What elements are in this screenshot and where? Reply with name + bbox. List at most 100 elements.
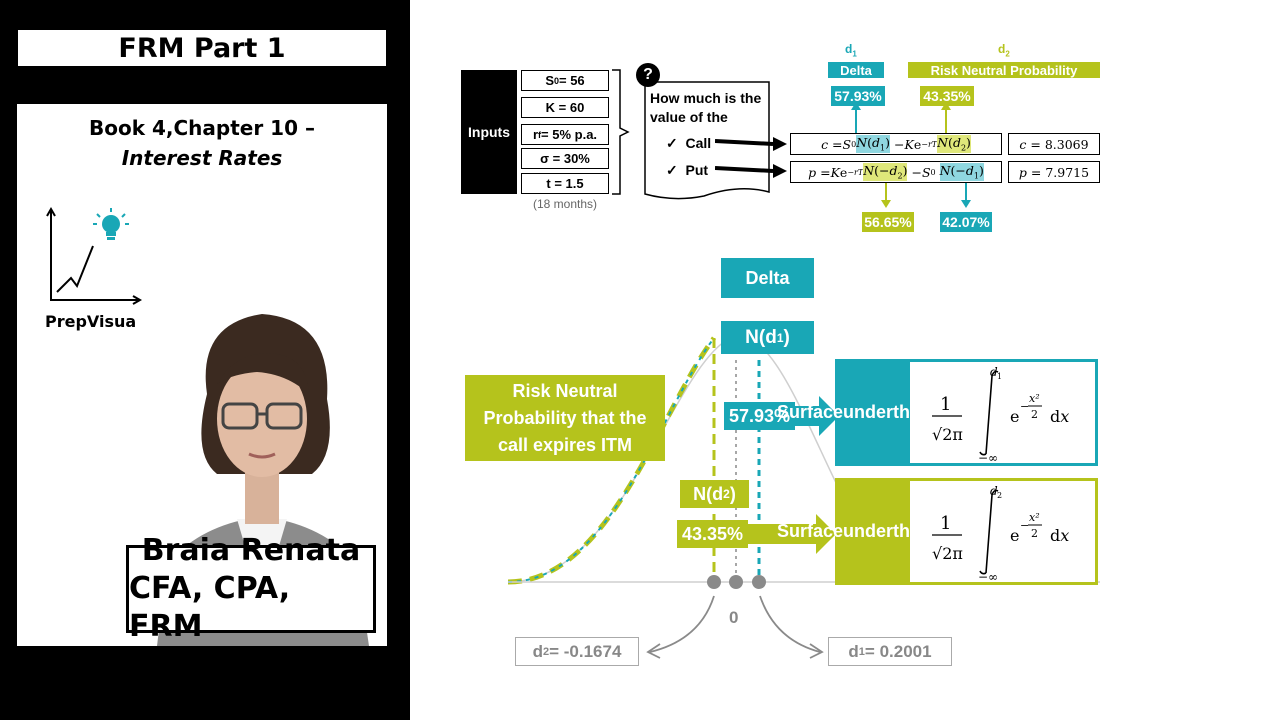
question-text: How much is the value of the (650, 90, 762, 125)
formula-connectors (851, 102, 971, 208)
surface-d1-line3: the (893, 402, 921, 422)
surface-d1-line2: under (843, 402, 894, 422)
put-label: Put (685, 162, 709, 178)
teal-arrow (795, 396, 839, 436)
left-panel: FRM Part 1 Book 4,Chapter 10 – Interest … (0, 0, 410, 720)
call-check-icon: ✓ (666, 135, 678, 151)
n-minus-d1-tag: 42.07% (940, 212, 992, 232)
svg-text:x²: x² (1029, 511, 1040, 524)
put-option: ✓ Put (666, 162, 708, 179)
d-value-arrows (646, 595, 824, 659)
chapter-subtitle: Interest Rates (121, 146, 283, 170)
surface-label-d2: Surface under the Curve (777, 481, 971, 582)
brand-name: PrepVisuals (45, 312, 152, 331)
svg-text:d: d (990, 365, 998, 379)
risk-neutral-tag: Risk Neutral Probability (908, 62, 1100, 78)
question-icon: ? (636, 63, 660, 87)
surface-box-d2: Surface under the Curve 1 √2π d 2 −∞ e −… (777, 478, 1098, 585)
svg-text:2: 2 (1031, 408, 1038, 421)
surface-d2-line1: Surface (776, 521, 843, 541)
chart-delta-label: Delta (721, 258, 814, 298)
course-title: FRM Part 1 (118, 32, 286, 64)
nd2-sub: 2 (723, 487, 730, 501)
svg-text:√2π: √2π (932, 425, 963, 444)
integral-d2: 1 √2π d 2 −∞ e − x² 2 dx (932, 484, 1069, 581)
inputs-label: Inputs (461, 70, 517, 194)
svg-text:2: 2 (997, 491, 1002, 500)
svg-text:dx: dx (1050, 407, 1069, 426)
delta-tag: Delta (828, 62, 884, 78)
input-sigma-value: σ = 30% (540, 151, 590, 166)
surface-d1-line1: Surface (776, 402, 843, 422)
nd2-text: N(d (693, 483, 724, 504)
d1-symbol: d1 (845, 42, 857, 59)
d2-symbol: d2 (998, 42, 1010, 59)
svg-text:e: e (1010, 526, 1019, 545)
surface-d1-line4: Curve (920, 402, 972, 422)
input-s0-value: = 56 (559, 73, 585, 88)
surface-d2-line4: Curve (920, 521, 972, 541)
surface-d2-line2: under (843, 521, 894, 541)
surface-label-d1: Surface under the Curve (777, 362, 971, 463)
input-s0-sub: 0 (553, 75, 559, 86)
chart-nd2-value: 43.35% (677, 520, 748, 548)
input-k-value: K = 60 (545, 100, 585, 115)
input-rf-value: = 5% p.a. (541, 127, 598, 142)
input-rf-sub: f (538, 129, 542, 140)
integral-d1: 1 √2π d 1 −∞ e − x² 2 dx (932, 365, 1069, 462)
call-result: = 8.3069 (1030, 136, 1089, 152)
nd1-value-tag: 57.93% (831, 86, 885, 106)
inputs-bracket (612, 69, 630, 195)
risk-neutral-probability-box: Risk Neutral Probability that the call e… (465, 375, 665, 461)
growth-chart-icon (46, 206, 143, 305)
svg-text:−∞: −∞ (978, 451, 998, 462)
put-result: = 7.9715 (1030, 164, 1090, 180)
svg-text:1: 1 (940, 394, 951, 415)
input-rf-symbol: r (532, 127, 539, 142)
nd1-text: N(d (745, 326, 777, 348)
d2-value: = -0.1674 (549, 641, 622, 661)
svg-text:d: d (990, 484, 998, 498)
svg-text:e: e (1010, 407, 1019, 426)
input-s0-symbol: S (545, 73, 554, 88)
input-k: K = 60 (521, 97, 609, 118)
svg-text:1: 1 (997, 372, 1002, 381)
svg-text:−: − (1020, 519, 1029, 532)
n-minus-d2-tag: 56.65% (862, 212, 914, 232)
presenter-name: Braia Renata (141, 533, 361, 568)
svg-text:−: − (1020, 400, 1029, 413)
input-t: t = 1.5 (521, 173, 609, 194)
svg-text:1: 1 (940, 513, 951, 534)
lime-arrow (748, 514, 836, 554)
chart-nd1-value: 57.93% (724, 402, 795, 430)
svg-text:2: 2 (1031, 527, 1038, 540)
surface-d2-line3: the (893, 521, 921, 541)
chapter-title: Book 4,Chapter 10 – (89, 116, 315, 140)
svg-text:−∞: −∞ (978, 570, 998, 581)
put-result-box: p = 7.9715 (1008, 161, 1100, 183)
put-check-icon: ✓ (666, 162, 678, 178)
d1-value: = 0.2001 (864, 641, 932, 661)
svg-text:dx: dx (1050, 526, 1069, 545)
surface-box-d1: Surface under the Curve 1 √2π d 1 −∞ e −… (777, 359, 1098, 466)
call-label: Call (685, 135, 712, 151)
course-title-box: FRM Part 1 (17, 29, 387, 67)
presenter-credentials: CFA, CPA, FRM (129, 571, 291, 644)
question-arrows (715, 137, 787, 178)
input-t-value: t = 1.5 (546, 176, 584, 191)
svg-text:x²: x² (1029, 392, 1040, 405)
presenter-name-box: Braia Renata CFA, CPA, FRM (126, 533, 376, 644)
inputs-note: (18 months) (532, 197, 598, 211)
nd1-sub: 1 (776, 330, 784, 345)
svg-text:√2π: √2π (932, 544, 963, 563)
lightbulb-icon (93, 208, 129, 240)
nd2-value-tag: 43.35% (920, 86, 974, 106)
zero-label: 0 (729, 608, 739, 627)
